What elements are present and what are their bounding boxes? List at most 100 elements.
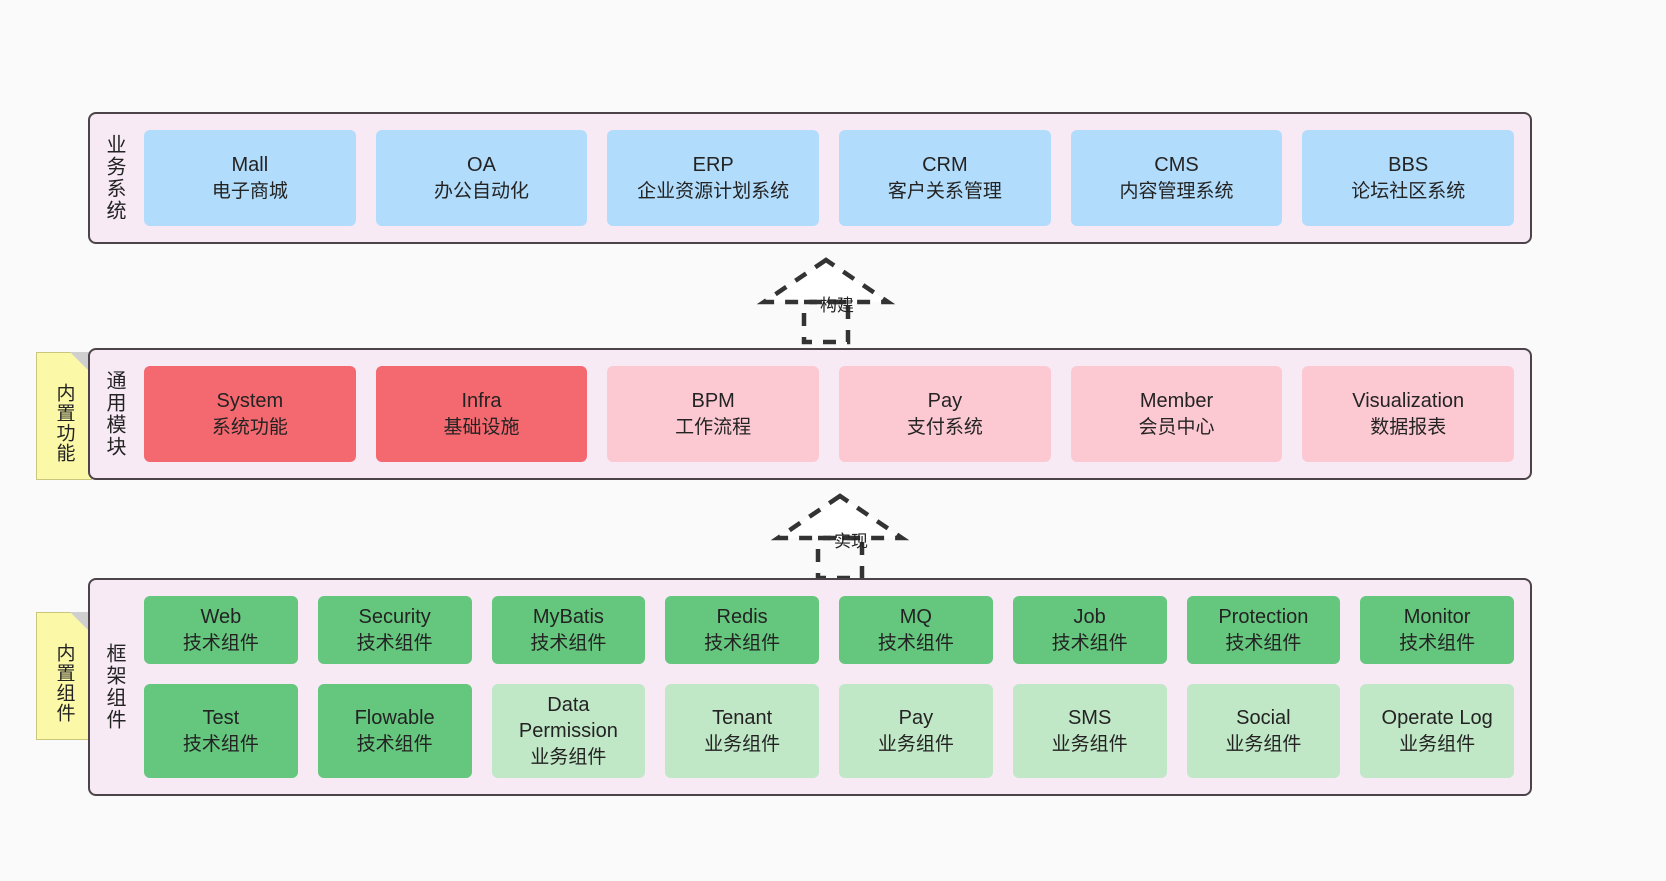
node-name-en: Tenant <box>712 707 773 730</box>
note-builtin-component: 内置组件 <box>36 612 92 740</box>
node-name-cn: 支付系统 <box>906 416 983 438</box>
node-name-en: Job <box>1073 606 1106 629</box>
node-row: System 系统功能 Infra 基础设施 BPM 工作流程 Pay 支付系统… <box>144 366 1515 462</box>
node-name-cn: 业务组件 <box>704 733 781 755</box>
layer-title-common-module: 通用模块 <box>103 370 125 458</box>
arrowhead-hollow-triangle <box>756 257 896 305</box>
node-row-business: Test 技术组件 Flowable 技术组件 Data Permission … <box>144 683 1514 779</box>
node-redis[interactable]: Redis 技术组件 <box>665 596 819 664</box>
layer-framework-component: 框架组件 Web 技术组件 Security 技术组件 MyBatis 技术组件… <box>88 578 1532 796</box>
node-name-en: Data Permission <box>518 693 618 743</box>
node-name-en: BBS <box>1388 154 1429 177</box>
layer-title-framework-component: 框架组件 <box>103 643 125 731</box>
node-name-cn: 技术组件 <box>182 632 259 654</box>
node-bpm[interactable]: BPM 工作流程 <box>607 366 820 462</box>
node-member[interactable]: Member 会员中心 <box>1070 366 1283 462</box>
node-mall[interactable]: Mall 电子商城 <box>144 130 356 226</box>
node-name-en: Redis <box>716 606 768 629</box>
node-name-cn: 技术组件 <box>704 632 781 654</box>
layer-business-system: 业务系统 Mall 电子商城 OA 办公自动化 ERP 企业资源计划系统 CRM… <box>88 112 1532 244</box>
node-name-cn: 系统功能 <box>211 416 288 438</box>
layer-common-module: 通用模块 System 系统功能 Infra 基础设施 BPM 工作流程 Pay… <box>88 348 1532 480</box>
node-operate-log[interactable]: Operate Log 业务组件 <box>1360 683 1514 779</box>
node-name-cn: 会员中心 <box>1138 416 1215 438</box>
node-name-en: Test <box>202 707 240 730</box>
node-flowable[interactable]: Flowable 技术组件 <box>317 683 472 779</box>
node-social[interactable]: Social 业务组件 <box>1186 683 1341 779</box>
connector-implement: 实现 <box>770 493 912 581</box>
node-crm[interactable]: CRM 客户关系管理 <box>839 130 1051 226</box>
node-name-en: Operate Log <box>1381 707 1493 730</box>
connector-label-build: 构建 <box>820 296 854 315</box>
node-name-en: Pay <box>927 390 963 413</box>
layer-title-business-system: 业务系统 <box>103 134 125 222</box>
layer-body-business-system: Mall 电子商城 OA 办公自动化 ERP 企业资源计划系统 CRM 客户关系… <box>138 114 1530 242</box>
node-name-en: Visualization <box>1352 390 1465 413</box>
note-label: 内置组件 <box>53 643 75 723</box>
node-system[interactable]: System 系统功能 <box>144 366 356 462</box>
node-name-cn: 技术组件 <box>356 632 433 654</box>
node-name-en: MyBatis <box>532 606 604 629</box>
node-test[interactable]: Test 技术组件 <box>144 683 298 779</box>
node-name-cn: 技术组件 <box>877 632 954 654</box>
node-name-cn: 基础设施 <box>443 416 520 438</box>
node-bbs[interactable]: BBS 论坛社区系统 <box>1302 130 1515 226</box>
node-name-en: Monitor <box>1403 606 1471 629</box>
node-erp[interactable]: ERP 企业资源计划系统 <box>607 130 820 226</box>
connector-build: 构建 <box>756 257 898 345</box>
node-mybatis[interactable]: MyBatis 技术组件 <box>491 596 646 664</box>
node-name-en: MQ <box>899 606 932 629</box>
node-name-cn: 业务组件 <box>1225 733 1302 755</box>
node-pay-module[interactable]: Pay 支付系统 <box>839 366 1051 462</box>
node-name-en: System <box>216 390 284 413</box>
node-name-en: CRM <box>922 154 968 177</box>
node-name-cn: 业务组件 <box>877 733 954 755</box>
node-name-en: Security <box>358 606 431 629</box>
node-pay-component[interactable]: Pay 业务组件 <box>839 683 993 779</box>
node-row: Mall 电子商城 OA 办公自动化 ERP 企业资源计划系统 CRM 客户关系… <box>144 130 1515 226</box>
node-oa[interactable]: OA 办公自动化 <box>375 130 588 226</box>
node-name-en: CMS <box>1154 154 1199 177</box>
note-builtin-function: 内置功能 <box>36 352 92 480</box>
layer-body-common-module: System 系统功能 Infra 基础设施 BPM 工作流程 Pay 支付系统… <box>138 350 1530 478</box>
node-row-tech: Web 技术组件 Security 技术组件 MyBatis 技术组件 Redi… <box>144 596 1514 664</box>
note-label: 内置功能 <box>53 383 75 463</box>
node-name-cn: 技术组件 <box>356 733 433 755</box>
node-tenant[interactable]: Tenant 业务组件 <box>665 683 819 779</box>
node-name-cn: 论坛社区系统 <box>1351 180 1466 202</box>
node-name-cn: 技术组件 <box>1399 632 1476 654</box>
node-web[interactable]: Web 技术组件 <box>144 596 298 664</box>
node-name-en: Protection <box>1218 606 1309 629</box>
node-name-cn: 技术组件 <box>1051 632 1128 654</box>
node-name-cn: 数据报表 <box>1370 416 1447 438</box>
node-name-cn: 业务组件 <box>1399 733 1476 755</box>
node-name-cn: 办公自动化 <box>434 180 530 202</box>
node-job[interactable]: Job 技术组件 <box>1012 596 1167 664</box>
layer-body-framework-component: Web 技术组件 Security 技术组件 MyBatis 技术组件 Redi… <box>138 580 1530 794</box>
node-protection[interactable]: Protection 技术组件 <box>1186 596 1341 664</box>
node-mq[interactable]: MQ 技术组件 <box>839 596 993 664</box>
node-sms[interactable]: SMS 业务组件 <box>1012 683 1167 779</box>
node-name-cn: 企业资源计划系统 <box>637 180 790 202</box>
connector-shaft <box>801 299 851 345</box>
node-data-permission[interactable]: Data Permission 业务组件 <box>491 683 646 779</box>
node-visualization[interactable]: Visualization 数据报表 <box>1302 366 1515 462</box>
node-monitor[interactable]: Monitor 技术组件 <box>1360 596 1514 664</box>
node-name-cn: 电子商城 <box>211 180 288 202</box>
connector-label-implement: 实现 <box>834 532 868 551</box>
node-name-en: Social <box>1236 707 1291 730</box>
node-security[interactable]: Security 技术组件 <box>317 596 472 664</box>
node-name-cn: 业务组件 <box>530 746 607 768</box>
node-name-en: Mall <box>231 154 269 177</box>
node-name-en: Member <box>1139 390 1214 413</box>
node-name-en: Pay <box>898 707 934 730</box>
node-name-cn: 内容管理系统 <box>1119 180 1234 202</box>
node-name-en: SMS <box>1067 707 1112 730</box>
node-name-en: BPM <box>691 390 735 413</box>
node-infra[interactable]: Infra 基础设施 <box>375 366 588 462</box>
node-name-en: Infra <box>461 390 502 413</box>
node-cms[interactable]: CMS 内容管理系统 <box>1070 130 1283 226</box>
node-name-cn: 客户关系管理 <box>887 180 1002 202</box>
node-name-en: Flowable <box>354 707 435 730</box>
